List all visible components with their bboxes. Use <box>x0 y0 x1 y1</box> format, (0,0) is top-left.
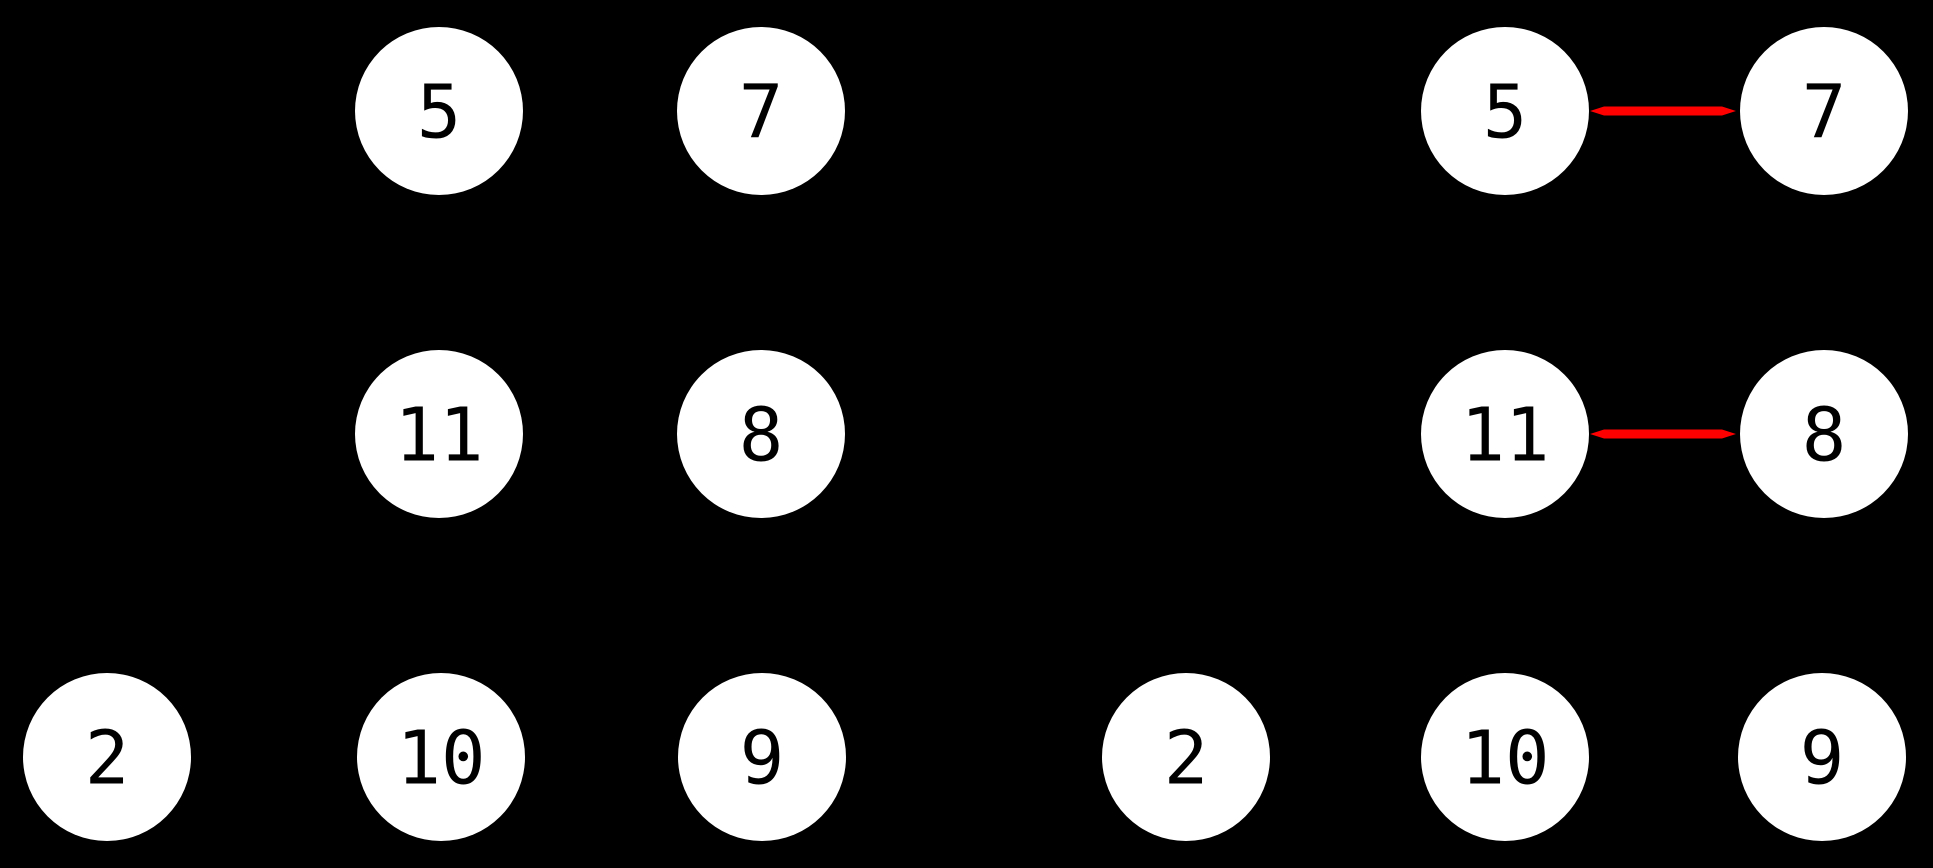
node-label: 5 <box>417 70 462 156</box>
node-circle <box>355 350 523 518</box>
node-8: 8 <box>677 350 845 518</box>
node-circle <box>1421 27 1589 195</box>
node-7: 7 <box>677 27 845 195</box>
node-2: 2 <box>1102 673 1270 841</box>
node-circle <box>355 27 523 195</box>
edge-11-8 <box>1590 429 1736 439</box>
node-8: 8 <box>1740 350 1908 518</box>
node-label: 8 <box>739 393 784 479</box>
node-circle <box>357 673 525 841</box>
node-label: 11 <box>394 393 483 479</box>
node-5: 5 <box>1421 27 1589 195</box>
node-label: 10 <box>1460 716 1549 802</box>
node-label: 9 <box>1800 716 1845 802</box>
node-circle <box>678 673 846 841</box>
node-9: 9 <box>1738 673 1906 841</box>
node-label: 2 <box>85 716 130 802</box>
node-7: 7 <box>1740 27 1908 195</box>
node-circle <box>1421 350 1589 518</box>
node-label: 11 <box>1460 393 1549 479</box>
node-10: 10 <box>1421 673 1589 841</box>
node-label: 5 <box>1483 70 1528 156</box>
node-circle <box>23 673 191 841</box>
node-2: 2 <box>23 673 191 841</box>
node-circle <box>1738 673 1906 841</box>
node-label: 8 <box>1802 393 1847 479</box>
node-11: 11 <box>355 350 523 518</box>
node-circle <box>1740 350 1908 518</box>
node-circle <box>677 27 845 195</box>
node-circle <box>1421 673 1589 841</box>
node-label: 7 <box>739 70 784 156</box>
graph-left: 5 7 11 8 2 10 9 <box>23 27 846 841</box>
node-9: 9 <box>678 673 846 841</box>
node-11: 11 <box>1421 350 1589 518</box>
node-label: 10 <box>396 716 485 802</box>
node-circle <box>1740 27 1908 195</box>
graph-right: 5 7 11 8 2 10 9 <box>1102 27 1908 841</box>
node-label: 2 <box>1164 716 1209 802</box>
node-label: 9 <box>740 716 785 802</box>
node-5: 5 <box>355 27 523 195</box>
node-label: 7 <box>1802 70 1847 156</box>
node-circle <box>1102 673 1270 841</box>
edge-5-7 <box>1590 106 1736 116</box>
node-10: 10 <box>357 673 525 841</box>
node-circle <box>677 350 845 518</box>
